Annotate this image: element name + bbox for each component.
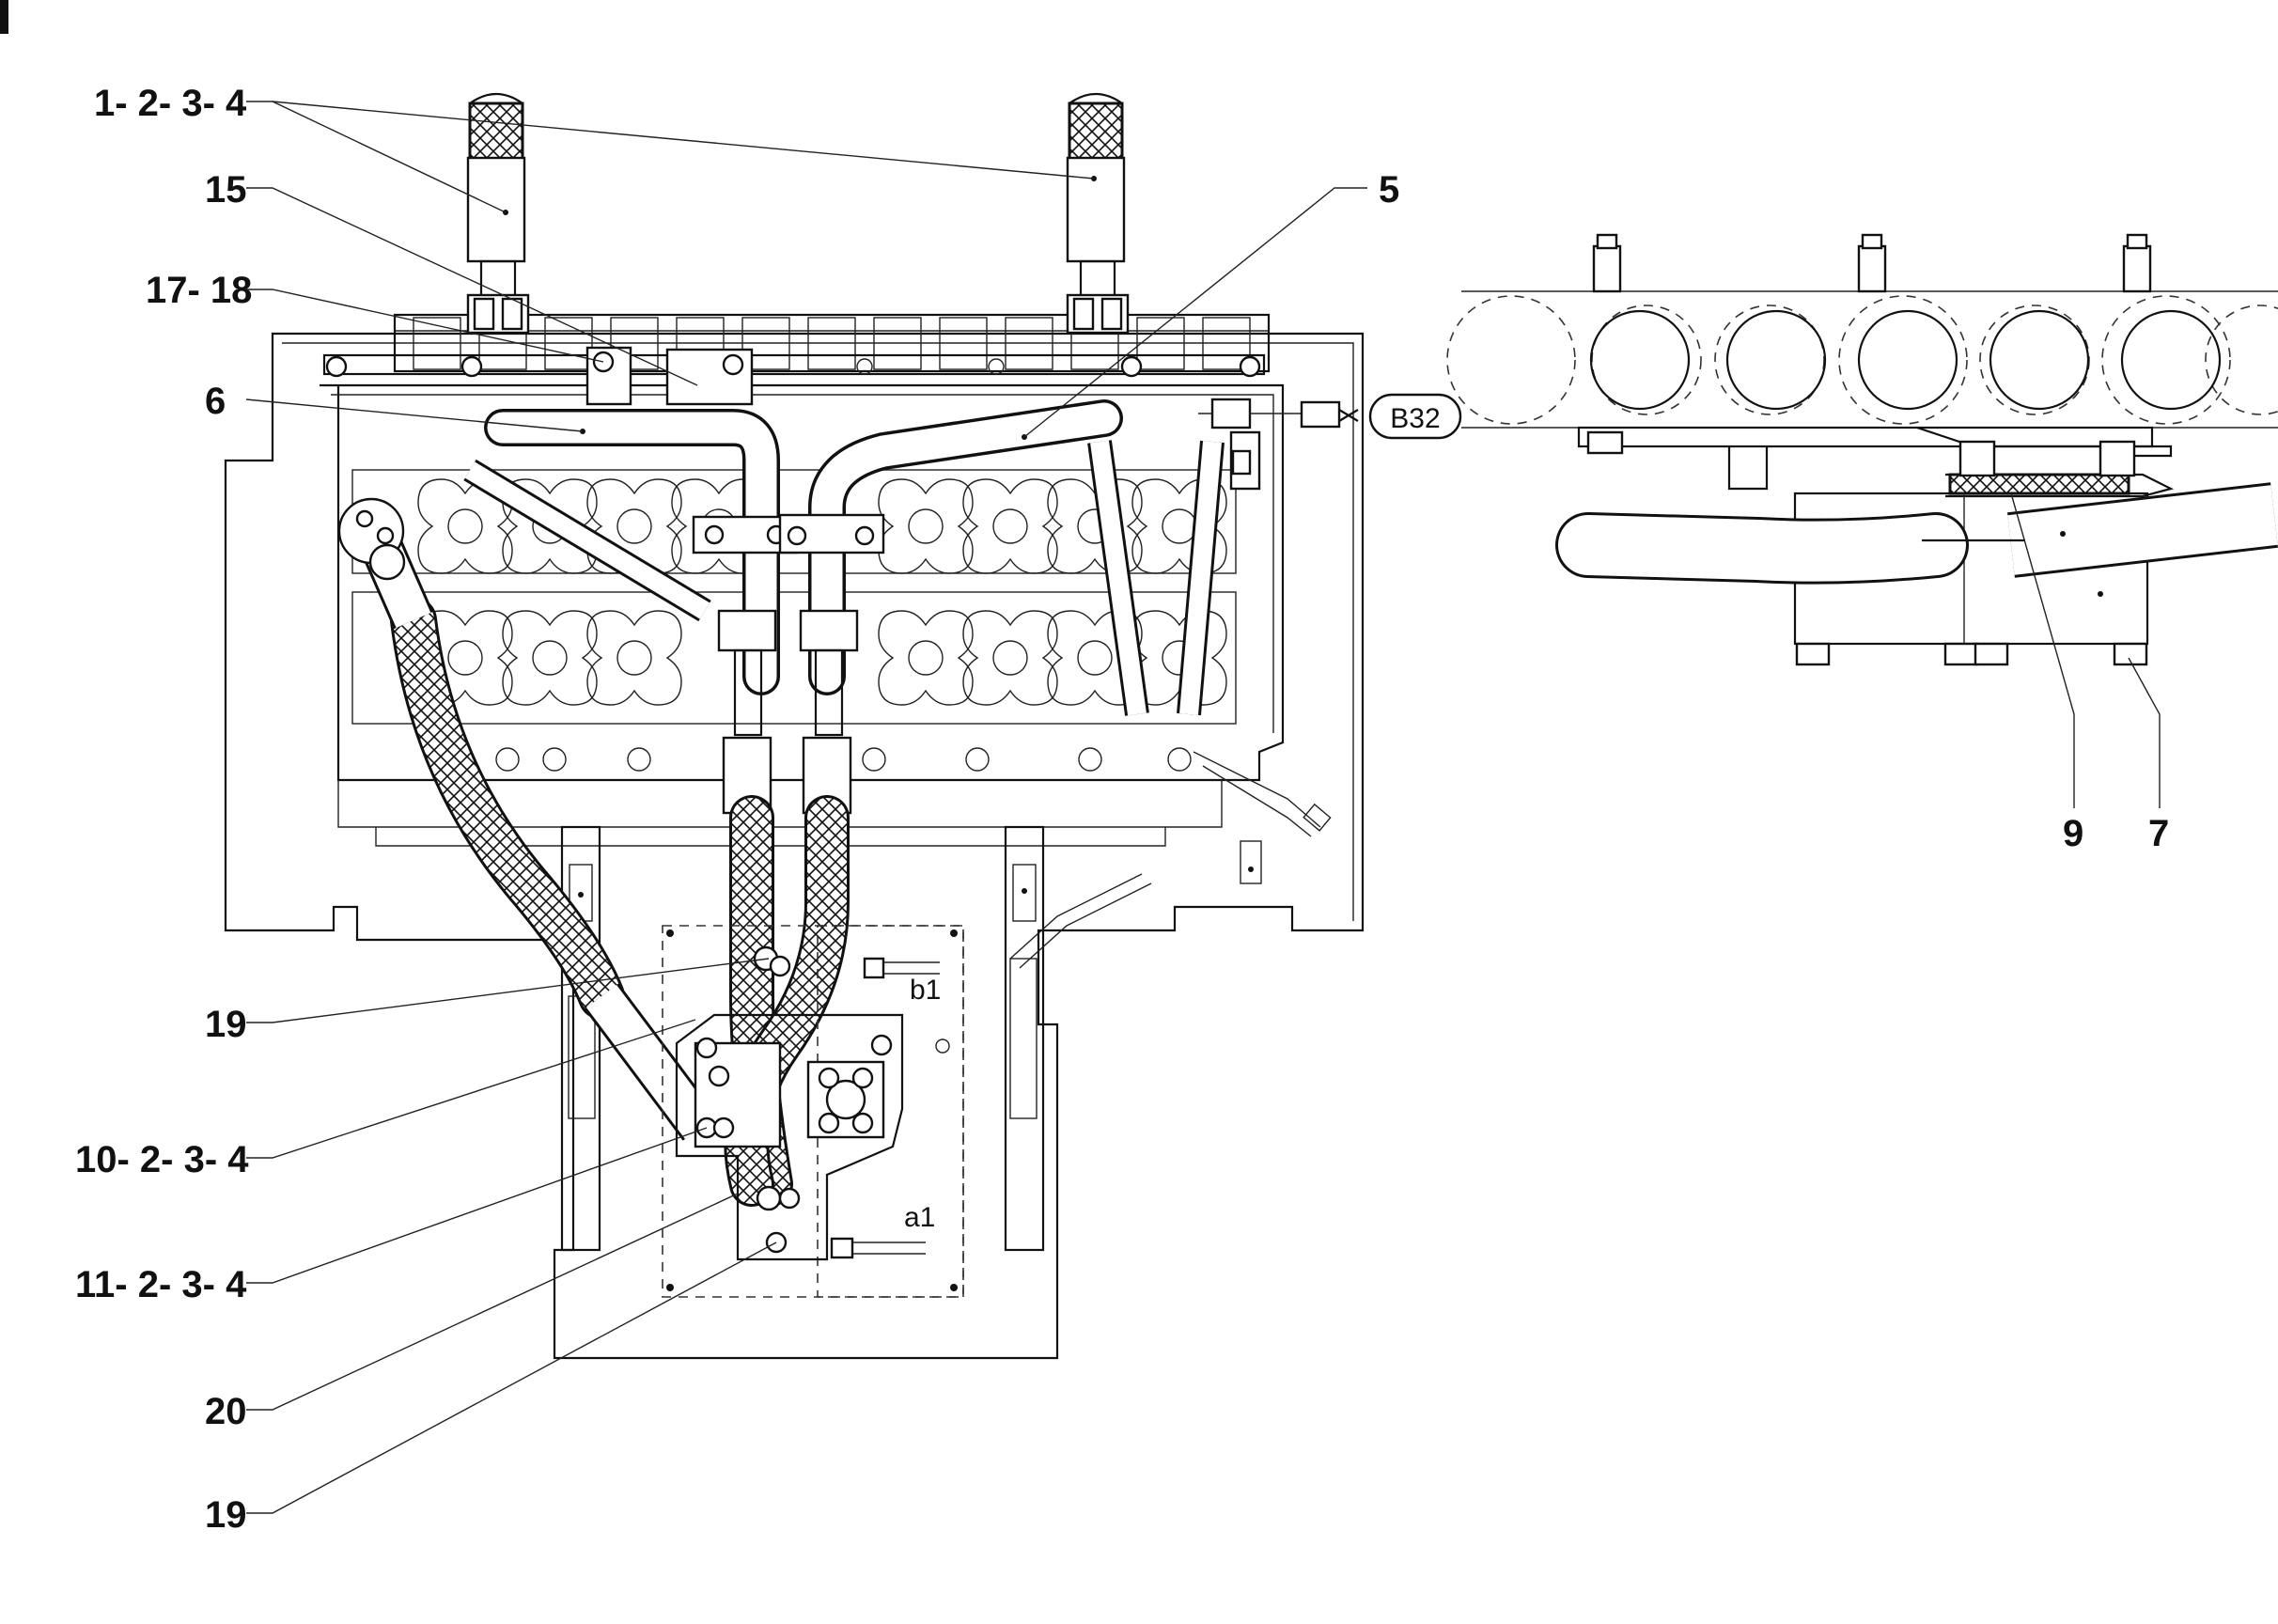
base-plate-outline [224, 332, 1365, 1360]
callout-labels: 1- 2- 3- 4 15 17- 18 6 5 19 10- 2- 3- 4 … [75, 83, 2169, 1536]
label-19-upper: 19 [205, 1004, 247, 1045]
label-11-2-3-4: 11- 2- 3- 4 [75, 1264, 247, 1305]
label-7: 7 [2148, 813, 2169, 854]
label-15: 15 [205, 169, 247, 211]
label-20: 20 [205, 1391, 247, 1432]
side-view: B32 [1368, 233, 2278, 666]
valve-manifold-20 [662, 925, 964, 1298]
top-cylinder-right [1066, 93, 1130, 335]
label-6: 6 [205, 381, 226, 422]
label-9: 9 [2063, 813, 2083, 854]
top-cylinder-left [466, 93, 530, 335]
lower-fittings [495, 747, 1332, 837]
label-19-lower: 19 [205, 1494, 247, 1536]
label-1-2-3-4: 1- 2- 3- 4 [94, 83, 247, 124]
b32-callout: B32 [1368, 393, 1462, 440]
corner-mark [0, 0, 8, 34]
label-b1: b1 [910, 975, 941, 1006]
label-a1: a1 [904, 1202, 935, 1233]
hose-left [337, 497, 718, 1141]
label-17-18: 17- 18 [146, 270, 252, 311]
leader-lines [245, 101, 2161, 1514]
hatched-plate-9 [1948, 473, 2130, 495]
side-view-cylinder-row [1446, 233, 2278, 429]
main-assembly-view [224, 93, 1365, 1360]
label-10-2-3-4: 10- 2- 3- 4 [75, 1139, 249, 1180]
valve-row-lower [351, 591, 1237, 725]
label-5: 5 [1379, 169, 1399, 211]
b32-connection [1198, 398, 1359, 491]
label-b32: B32 [1390, 403, 1440, 434]
